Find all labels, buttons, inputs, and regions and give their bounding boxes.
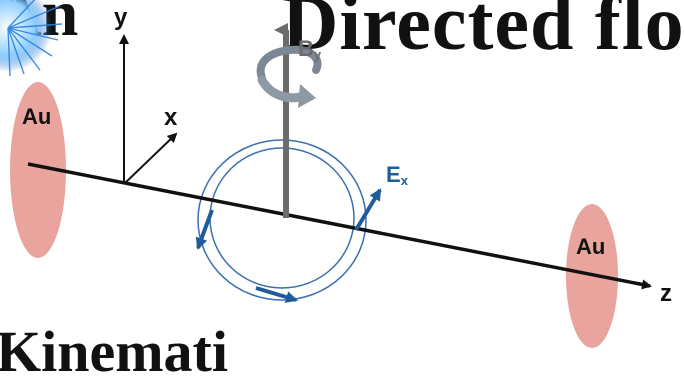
z-axis-label: z [660, 280, 672, 308]
diagram-svg [0, 0, 684, 364]
collision-burst-image [0, 0, 62, 76]
ring-current-arrow-left [198, 210, 212, 248]
nucleus-label-right: Au [576, 234, 605, 260]
y-axis-label: y [114, 4, 127, 32]
field-ring [198, 140, 366, 300]
nucleus-label-left: Au [22, 104, 51, 130]
electric-field-arrow [356, 190, 380, 230]
z-axis [28, 164, 650, 286]
electric-field-label: Ex [386, 162, 408, 188]
magnetic-field-label: By [298, 36, 321, 62]
figure: An Directed flo Kinemati [0, 0, 684, 364]
x-axis-label: x [164, 104, 177, 132]
x-axis [124, 134, 176, 184]
